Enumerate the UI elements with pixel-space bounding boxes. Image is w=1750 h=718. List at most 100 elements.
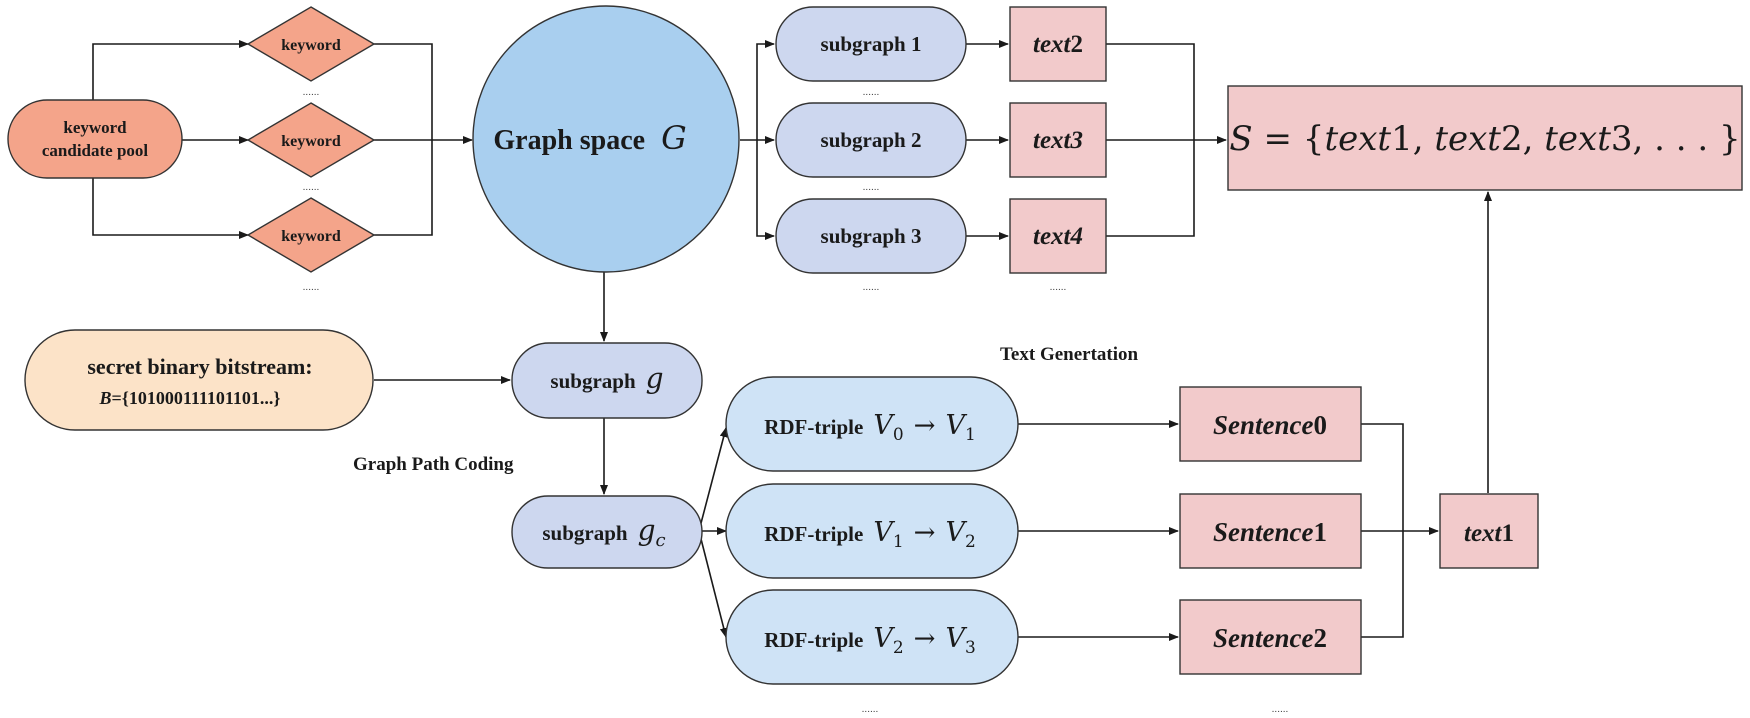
keyword-label-1: keyword: [281, 37, 341, 54]
rdf-0-from-sub: 0: [893, 425, 904, 445]
edge-graph-subgraph3: [756, 140, 775, 240]
secret-var: B: [99, 388, 112, 408]
subgraph-g-node: subgraph g: [511, 342, 703, 419]
pool-label-line2: candidate pool: [42, 141, 149, 160]
subgraph-gc-node: subgraph gc: [511, 495, 703, 569]
set-item-3-i: text: [1544, 119, 1611, 159]
graph-space-label: Graph space: [493, 125, 645, 156]
text-box-4-caption: text4: [1033, 223, 1083, 250]
rdf-triple-1-caption: RDF-triple V1 → V2: [764, 517, 976, 552]
sentence-2-italic: Sentence: [1213, 623, 1314, 653]
ellipsis-keyword-3: ......: [303, 282, 320, 293]
rdf-0-v-to: V: [945, 410, 967, 441]
sentence-box-1: Sentence1: [1179, 493, 1362, 569]
keyword-label-3: keyword: [281, 228, 341, 245]
sentence-0-caption: Sentence0: [1213, 410, 1327, 440]
text1-caption: text1: [1464, 520, 1514, 547]
edge-pool-keyword1: [92, 40, 249, 100]
rdf-1-to-sub: 2: [965, 532, 976, 552]
graph-path-coding-label: Graph Path Coding: [353, 454, 514, 475]
ellipsis-subgraph-1: ......: [863, 87, 880, 98]
sentence-2-caption: Sentence2: [1213, 623, 1327, 653]
edge-text2-merge: [1106, 43, 1195, 140]
edge-gc-rdf0: [699, 427, 728, 528]
text-box-2: text2: [1009, 6, 1107, 82]
sentence-1-italic: Sentence: [1213, 517, 1314, 547]
subgraph-g-symbol: g: [646, 362, 664, 395]
text-box-4: text4: [1009, 198, 1107, 274]
keyword-node-1: keyword: [246, 6, 376, 82]
sentence-0-italic: Sentence: [1213, 410, 1314, 440]
set-item-1-n: 1: [1391, 119, 1413, 159]
set-tail: , . . . }: [1633, 119, 1741, 159]
subgraph-label-3: subgraph 3: [821, 224, 922, 248]
subgraph-g-label: subgraph: [550, 369, 636, 393]
edge-keyword1-merge: [374, 43, 433, 140]
edge-gc-rdf2: [699, 534, 728, 638]
edge-keyword3-merge: [374, 140, 433, 236]
ellipsis-sentences: ......: [1272, 704, 1289, 715]
sentence-box-2: Sentence2: [1179, 599, 1362, 675]
sentence-box-0: Sentence0: [1179, 386, 1362, 462]
rdf-2-to-sub: 3: [965, 638, 976, 658]
graph-space-symbol: G: [661, 119, 687, 157]
sentence-1-num: 1: [1314, 517, 1328, 547]
ellipsis-rdf: ......: [862, 704, 879, 715]
rdf-triple-node-2: RDF-triple V2 → V3: [725, 589, 1019, 685]
ellipsis-keyword-1: ......: [303, 87, 320, 98]
set-expression: S = {text1, text2, text3, . . . }: [1229, 119, 1740, 159]
subgraph-node-1: subgraph 1: [775, 6, 967, 82]
subgraph-gc-sub: c: [656, 530, 666, 551]
rdf-0-v-from: V: [873, 410, 895, 441]
rdf-0-arrow: →: [914, 411, 936, 441]
set-item-2-i: text: [1434, 119, 1501, 159]
graph-space-caption: Graph space G: [493, 119, 686, 157]
rdf-1-v-from: V: [873, 517, 895, 548]
rdf-0-to-sub: 1: [965, 425, 976, 445]
edge-sentence0-merge: [1361, 423, 1404, 531]
ellipsis-subgraph-3: ......: [863, 282, 880, 293]
pool-label-line1: keyword: [63, 118, 127, 137]
edge-text4-merge: [1106, 140, 1195, 237]
text-box-2-num: 2: [1071, 31, 1084, 58]
rdf-2-v-to: V: [945, 623, 967, 654]
rdf-1-arrow: →: [914, 518, 936, 548]
secret-value: ={101000111101101...}: [112, 388, 281, 408]
text1-box: text1: [1439, 493, 1539, 569]
edges: [92, 40, 1492, 641]
rdf-1-v-to: V: [945, 517, 967, 548]
sentence-0-num: 0: [1314, 410, 1328, 440]
text1-num: 1: [1502, 520, 1515, 547]
subgraph-gc-caption: subgraph gc: [542, 514, 665, 551]
set-lhs: S: [1229, 119, 1252, 159]
graph-space-node: Graph space G: [472, 5, 740, 273]
rdf-0-label: RDF-triple: [764, 415, 863, 439]
keyword-candidate-pool: keyword candidate pool: [7, 99, 183, 179]
keyword-node-3: keyword: [246, 197, 376, 273]
rdf-triple-0-caption: RDF-triple V0 → V1: [764, 410, 976, 445]
text-box-3: text3: [1009, 102, 1107, 178]
edge-pool-keyword3: [92, 178, 249, 239]
subgraph-node-2: subgraph 2: [775, 102, 967, 178]
secret-bitstream-node: secret binary bitstream: B={101000111101…: [24, 329, 374, 431]
text-box-2-caption: text2: [1033, 31, 1083, 58]
output-set-box: S = {text1, text2, text3, . . . }: [1227, 85, 1743, 191]
set-item-1-i: text: [1324, 119, 1391, 159]
edge-graph-subgraph1: [756, 40, 775, 140]
rdf-2-label: RDF-triple: [764, 628, 863, 652]
subgraph-gc-symbol: g: [638, 514, 656, 547]
subgraph-node-3: subgraph 3: [775, 198, 967, 274]
rdf-2-arrow: →: [914, 624, 936, 654]
text1-italic: text: [1464, 520, 1503, 547]
subgraph-gc-label: subgraph: [542, 521, 628, 545]
rdf-2-v-from: V: [873, 623, 895, 654]
ellipsis-keyword-2: ......: [303, 182, 320, 193]
rdf-2-from-sub: 2: [893, 638, 904, 658]
rdf-triple-node-0: RDF-triple V0 → V1: [725, 376, 1019, 472]
subgraph-label-2: subgraph 2: [821, 128, 922, 152]
rdf-1-label: RDF-triple: [764, 522, 863, 546]
rdf-triple-2-caption: RDF-triple V2 → V3: [764, 623, 976, 658]
subgraph-label-1: subgraph 1: [821, 32, 922, 56]
set-item-3-n: 3: [1611, 119, 1633, 159]
rdf-1-from-sub: 1: [893, 532, 904, 552]
